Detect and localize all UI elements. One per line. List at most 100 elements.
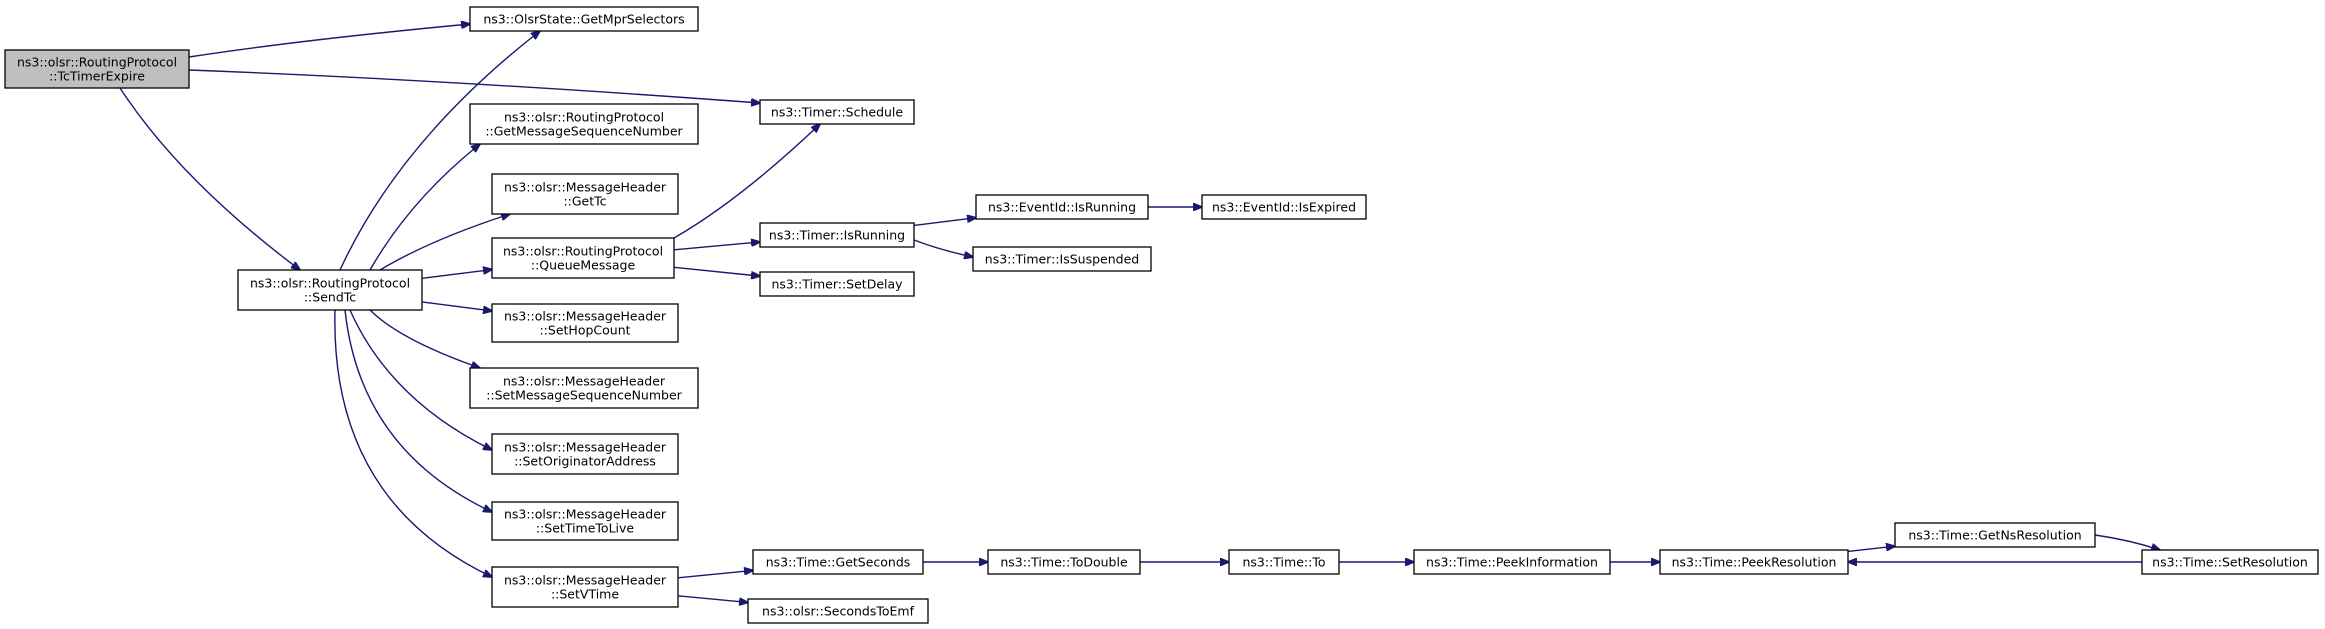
node-box: [491, 566, 679, 608]
edge-setvtime-to-getseconds: [677, 570, 753, 579]
node-label-line: ns3::Time::PeekResolution: [1672, 555, 1837, 570]
edge-sendtc-to-setttl: [344, 309, 492, 512]
node-box: [747, 598, 929, 624]
node-todouble[interactable]: ns3::Time::ToDouble: [987, 549, 1141, 575]
node-label-line: ns3::olsr::SecondsToEmf: [762, 604, 915, 619]
node-box: [491, 433, 679, 475]
node-label-line: ::SetHopCount: [539, 323, 630, 338]
node-setmsgseq[interactable]: ns3::olsr::MessageHeader::SetMessageSequ…: [469, 367, 699, 409]
node-box: [2141, 549, 2319, 575]
node-getseconds[interactable]: ns3::Time::GetSeconds: [752, 549, 924, 575]
node-box: [975, 194, 1149, 220]
edge-tctimerexpire-to-sendtc: [119, 87, 300, 270]
node-box: [972, 246, 1152, 272]
edge-sendtc-to-setorig: [349, 309, 492, 450]
node-label-line: ::SetOriginatorAddress: [514, 454, 656, 469]
node-box: [1201, 194, 1367, 220]
node-label-line: ns3::olsr::MessageHeader: [504, 180, 667, 195]
edge-timerisrunning-to-issuspended: [913, 239, 973, 257]
node-label-line: ns3::olsr::MessageHeader: [504, 573, 667, 588]
node-label-line: ns3::olsr::MessageHeader: [503, 374, 666, 389]
node-label-line: ns3::Time::GetSeconds: [766, 555, 911, 570]
node-label-line: ns3::EventId::IsRunning: [988, 200, 1136, 215]
node-label-line: ns3::Timer::IsSuspended: [985, 252, 1139, 267]
node-label-line: ::SetMessageSequenceNumber: [486, 388, 682, 403]
edge-sendtc-to-getmsgseq: [369, 144, 480, 271]
node-setttl[interactable]: ns3::olsr::MessageHeader::SetTimeToLive: [491, 501, 679, 541]
node-label-line: ::SendTc: [304, 290, 356, 305]
edge-timerisrunning-to-eventisrunning: [913, 218, 976, 227]
node-setres[interactable]: ns3::Time::SetResolution: [2141, 549, 2319, 575]
node-isexpired[interactable]: ns3::EventId::IsExpired: [1201, 194, 1367, 220]
node-setvtime[interactable]: ns3::olsr::MessageHeader::SetVTime: [491, 566, 679, 608]
node-box: [237, 269, 423, 311]
node-setdelay[interactable]: ns3::Timer::SetDelay: [759, 271, 915, 297]
edge-queuemessage-to-schedule: [673, 124, 820, 239]
node-label-line: ns3::EventId::IsExpired: [1212, 200, 1356, 215]
node-label-line: ::SetTimeToLive: [536, 521, 635, 536]
node-label-line: ns3::Timer::Schedule: [771, 105, 903, 120]
node-label-line: ns3::olsr::RoutingProtocol: [504, 110, 664, 125]
node-box: [4, 49, 190, 89]
node-label-line: ns3::olsr::RoutingProtocol: [503, 244, 663, 259]
node-label-line: ::QueueMessage: [531, 258, 636, 273]
node-label-line: ::GetTc: [563, 194, 606, 209]
node-queuemessage[interactable]: ns3::olsr::RoutingProtocol::QueueMessage: [491, 237, 675, 279]
edges-layer: [119, 24, 2160, 603]
edge-getnsres-to-setres: [2094, 534, 2160, 550]
node-label-line: ::SetVTime: [551, 587, 619, 602]
node-label-line: ns3::Time::SetResolution: [2152, 555, 2308, 570]
node-label-line: ns3::Timer::SetDelay: [771, 277, 903, 292]
node-schedule[interactable]: ns3::Timer::Schedule: [759, 99, 915, 125]
edge-queuemessage-to-setdelay: [673, 266, 760, 276]
node-label-line: ns3::Time::GetNsResolution: [1908, 528, 2081, 543]
node-label-line: ns3::Time::PeekInformation: [1426, 555, 1598, 570]
node-box: [752, 549, 924, 575]
node-getnsres[interactable]: ns3::Time::GetNsResolution: [1894, 522, 2096, 548]
node-box: [987, 549, 1141, 575]
node-setorig[interactable]: ns3::olsr::MessageHeader::SetOriginatorA…: [491, 433, 679, 475]
node-box: [1228, 549, 1340, 575]
node-getmsgseq[interactable]: ns3::olsr::RoutingProtocol::GetMessageSe…: [469, 103, 699, 145]
edge-sendtc-to-sethopcount: [421, 301, 492, 311]
node-label-line: ns3::olsr::MessageHeader: [504, 309, 667, 324]
edge-tctimerexpire-to-getmprselectors: [188, 24, 470, 58]
node-box: [759, 99, 915, 125]
nodes-layer: ns3::olsr::RoutingProtocol::TcTimerExpir…: [4, 6, 2319, 624]
node-box: [491, 237, 675, 279]
node-sethopcount[interactable]: ns3::olsr::MessageHeader::SetHopCount: [491, 303, 679, 343]
node-box: [1894, 522, 2096, 548]
edge-sendtc-to-gettc: [379, 214, 510, 271]
node-eventisrunning[interactable]: ns3::EventId::IsRunning: [975, 194, 1149, 220]
node-peekinfo[interactable]: ns3::Time::PeekInformation: [1413, 549, 1611, 575]
node-timerisrunning[interactable]: ns3::Timer::IsRunning: [759, 222, 915, 248]
node-gettc[interactable]: ns3::olsr::MessageHeader::GetTc: [491, 173, 679, 215]
node-label-line: ns3::olsr::MessageHeader: [504, 507, 667, 522]
node-box: [469, 6, 699, 32]
edge-peekres-to-getnsres: [1847, 546, 1895, 553]
node-timeto[interactable]: ns3::Time::To: [1228, 549, 1340, 575]
node-label-line: ::GetMessageSequenceNumber: [485, 124, 683, 139]
node-issuspended[interactable]: ns3::Timer::IsSuspended: [972, 246, 1152, 272]
node-peekres[interactable]: ns3::Time::PeekResolution: [1659, 549, 1849, 575]
node-label-line: ns3::olsr::RoutingProtocol: [17, 55, 177, 70]
edge-sendtc-to-setvtime: [334, 309, 492, 577]
node-tctimerexpire[interactable]: ns3::olsr::RoutingProtocol::TcTimerExpir…: [4, 49, 190, 89]
node-getmprselectors[interactable]: ns3::OlsrState::GetMprSelectors: [469, 6, 699, 32]
node-box: [759, 222, 915, 248]
node-box: [759, 271, 915, 297]
node-box: [491, 501, 679, 541]
node-label-line: ns3::OlsrState::GetMprSelectors: [483, 12, 684, 27]
node-label-line: ns3::olsr::MessageHeader: [504, 440, 667, 455]
node-sendtc[interactable]: ns3::olsr::RoutingProtocol::SendTc: [237, 269, 423, 311]
node-label-line: ns3::Timer::IsRunning: [769, 228, 905, 243]
edge-queuemessage-to-timerisrunning: [673, 242, 760, 251]
edge-sendtc-to-getmprselectors: [339, 31, 540, 271]
edge-tctimerexpire-to-schedule: [188, 69, 760, 103]
node-secondstoemf[interactable]: ns3::olsr::SecondsToEmf: [747, 598, 929, 624]
node-box: [1659, 549, 1849, 575]
node-box: [469, 367, 699, 409]
node-box: [469, 103, 699, 145]
node-box: [491, 303, 679, 343]
edge-setvtime-to-secondstoemf: [677, 595, 748, 603]
